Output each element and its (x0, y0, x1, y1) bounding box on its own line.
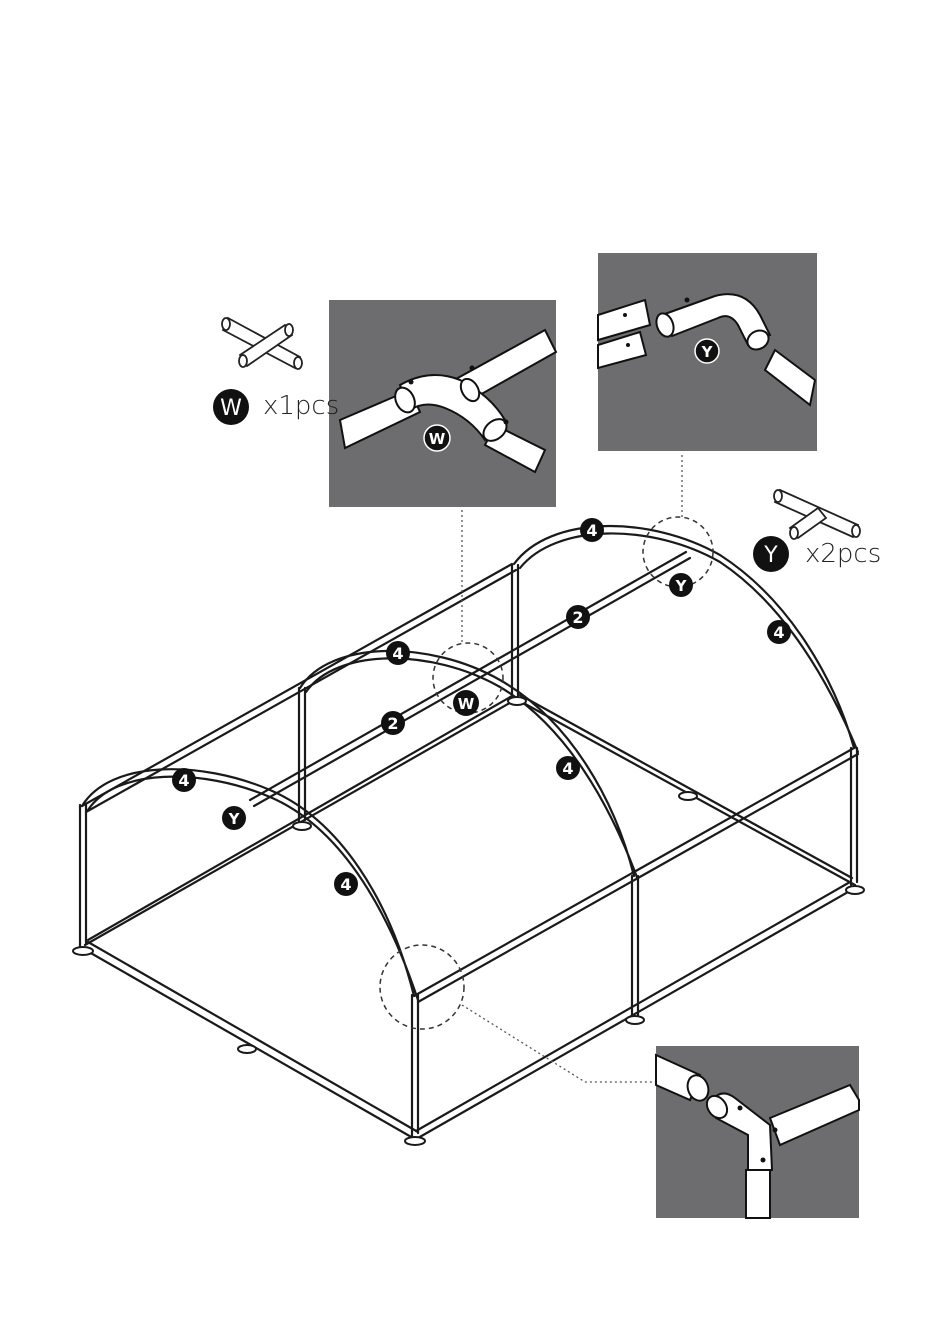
cross-connector-icon (222, 318, 302, 369)
tee-connector-icon (774, 490, 860, 539)
legend-y-qty: x2pcs (805, 539, 881, 569)
base-front-bar (82, 942, 418, 1138)
base-plate (508, 697, 526, 705)
legend-w-qty: x1pcs (263, 391, 339, 421)
svg-text:4: 4 (392, 644, 403, 663)
badge-arch-back-top: 4 (580, 518, 604, 542)
svg-text:Y: Y (228, 810, 241, 828)
svg-text:2: 2 (387, 714, 398, 733)
base-plate (293, 822, 311, 830)
svg-text:2: 2 (572, 608, 583, 627)
svg-text:Y: Y (701, 343, 714, 361)
post-back-left (512, 565, 518, 698)
leader-corner (462, 1005, 656, 1082)
svg-text:Y: Y (675, 577, 688, 595)
base-plate (679, 792, 697, 800)
badge-ridge-back: 2 (566, 605, 590, 629)
base-back-bar (518, 695, 855, 885)
post-front-left (80, 805, 86, 946)
svg-text:W: W (220, 396, 242, 421)
badge-conn-y-front: Y (222, 806, 246, 830)
arch-front (82, 769, 418, 1000)
badge-arch-mid-right: 4 (556, 756, 580, 780)
callout-circle-corner (380, 945, 464, 1029)
svg-text:W: W (429, 430, 446, 448)
inset-y-badge: Y (695, 339, 719, 363)
legend-y: Y x2pcs (753, 490, 881, 572)
badge-arch-back-right: 4 (767, 620, 791, 644)
arch-mid (300, 651, 638, 880)
svg-text:4: 4 (340, 875, 351, 894)
badge-conn-w-mid: W (453, 690, 479, 716)
badge-conn-y-back: Y (669, 573, 693, 597)
base-plate (846, 886, 864, 894)
legend-w: W x1pcs (213, 318, 339, 425)
post-mid-right (632, 876, 638, 1018)
base-plate (73, 947, 93, 955)
badge-arch-front-top: 4 (172, 768, 196, 792)
svg-text:W: W (458, 695, 475, 713)
svg-text:4: 4 (773, 623, 784, 642)
inset-w-badge: W (424, 425, 450, 451)
ridge-bar (250, 552, 690, 806)
post-mid-left (299, 688, 305, 822)
inset-y-detail: Y (598, 253, 817, 451)
inset-corner-detail (656, 1046, 859, 1218)
svg-text:4: 4 (586, 521, 597, 540)
base-plate (405, 1137, 425, 1145)
base-plate (238, 1045, 256, 1053)
inset-w-detail: W (329, 300, 556, 507)
base-plate (626, 1016, 644, 1024)
post-back-right (851, 748, 857, 885)
post-front-right (412, 995, 418, 1136)
badge-arch-front-right: 4 (334, 872, 358, 896)
badge-ridge-front: 2 (381, 711, 405, 735)
badge-arch-mid-top: 4 (386, 641, 410, 665)
svg-text:4: 4 (562, 759, 573, 778)
svg-text:4: 4 (178, 771, 189, 790)
svg-text:Y: Y (763, 543, 778, 568)
